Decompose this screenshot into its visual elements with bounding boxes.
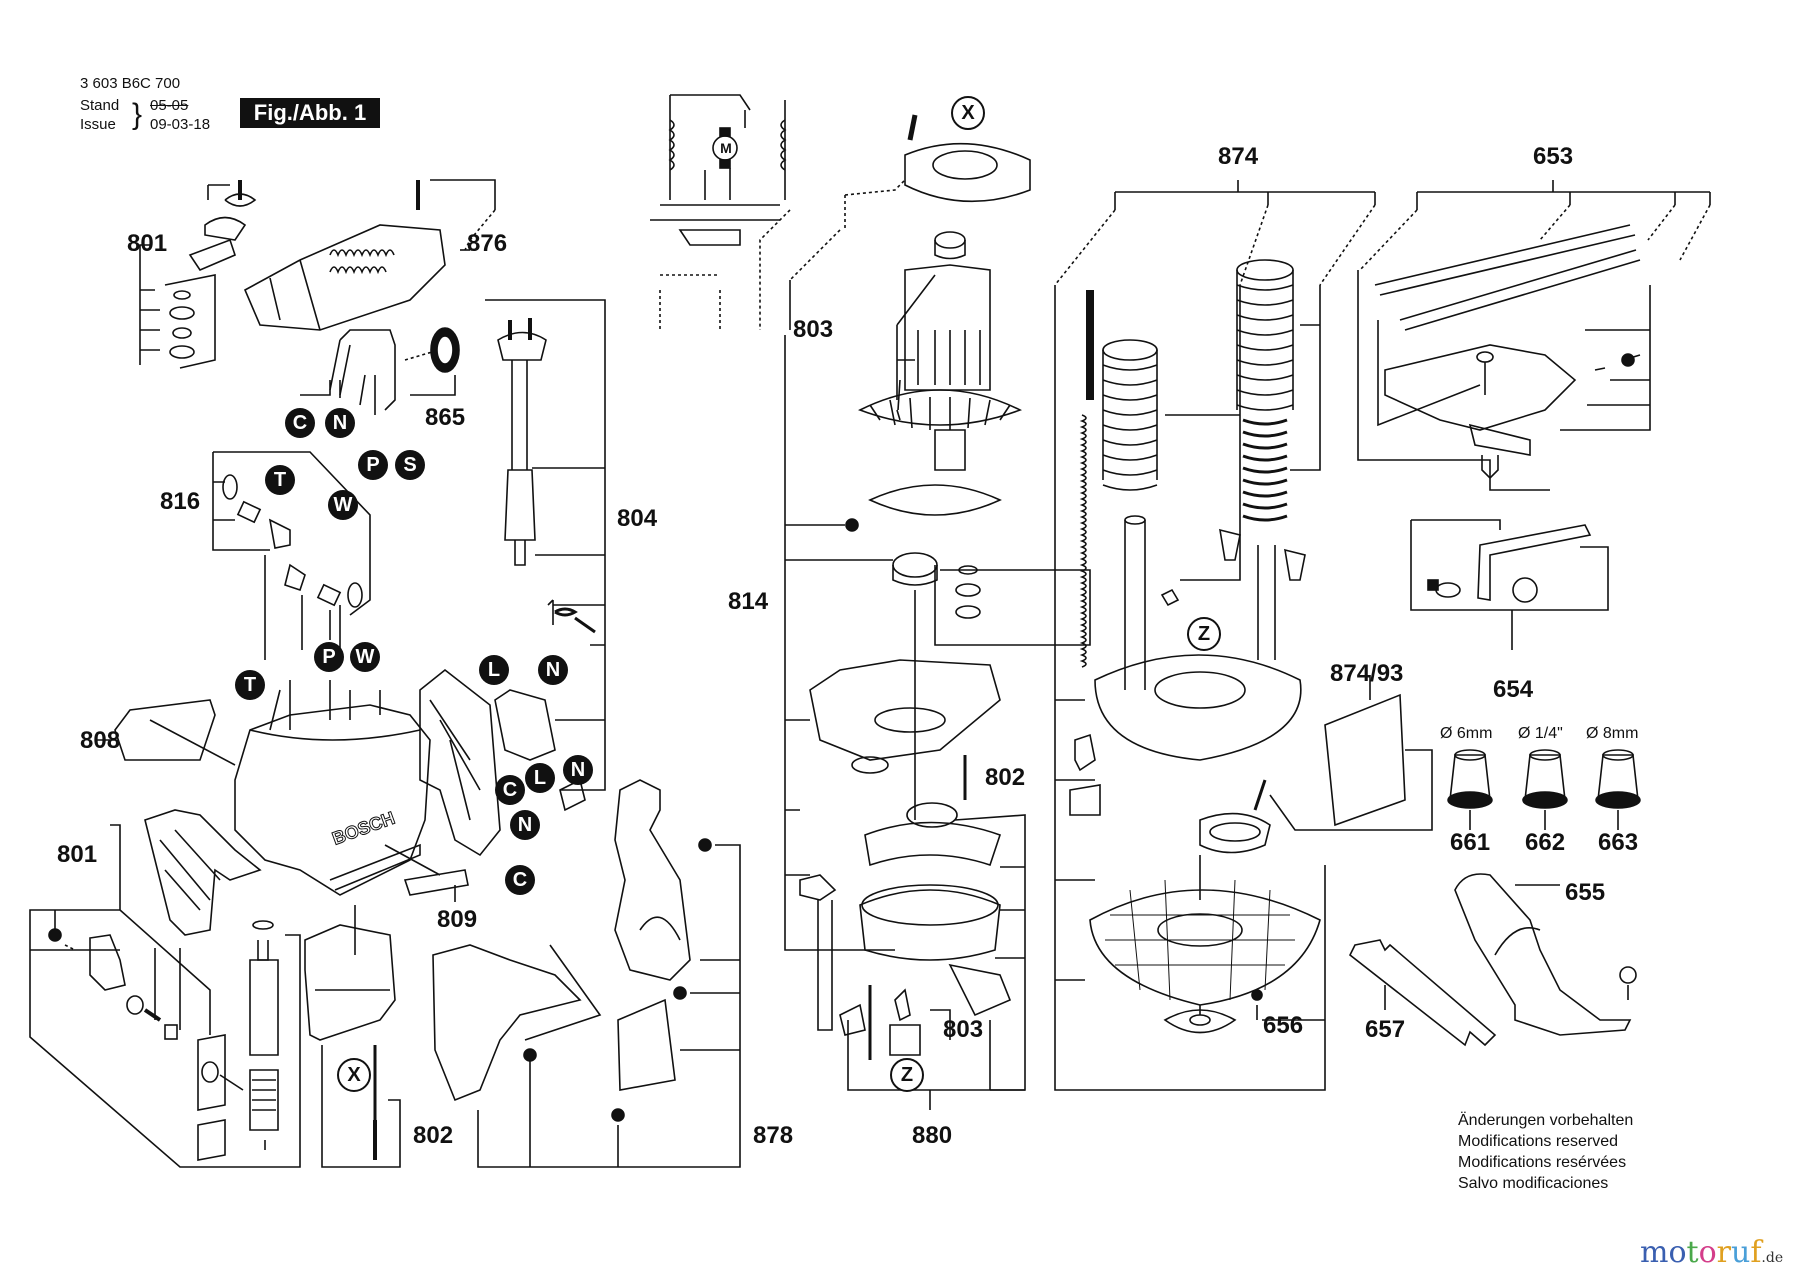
- watermark-letter: r: [1716, 1235, 1731, 1270]
- note-line-en: Modifications reserved: [1458, 1133, 1619, 1150]
- watermark-letters: motoruf: [1640, 1235, 1761, 1270]
- wire-marker-c: C: [495, 775, 525, 805]
- switch-parts-816: [212, 451, 371, 660]
- part-label-880: 880: [912, 1122, 953, 1149]
- part-label-876: 876: [467, 230, 508, 257]
- top-cover-876: [243, 179, 496, 331]
- power-cord-804: [485, 299, 606, 812]
- part-label-803-top: 803: [793, 316, 834, 343]
- spindle-parts-880: [799, 802, 1026, 1110]
- note-line-es: Salvo modificaciones: [1458, 1175, 1609, 1192]
- part-label-803-bottom: 803: [943, 1016, 984, 1043]
- fan-baffle: [789, 114, 1031, 330]
- figure-label: Fig./Abb. 1: [240, 98, 380, 128]
- dust-extraction-655: [1454, 873, 1637, 1036]
- watermark-suffix: .de: [1761, 1250, 1784, 1266]
- part-label-653: 653: [1533, 143, 1574, 170]
- part-label-874: 874: [1218, 143, 1259, 170]
- note-line-de: Änderungen vorbehalten: [1458, 1112, 1634, 1129]
- part-label-874-93: 874/93: [1330, 660, 1404, 687]
- part-label-816: 816: [160, 488, 201, 515]
- part-label-865: 865: [425, 404, 466, 431]
- armature-803: [857, 231, 1023, 471]
- wire-marker-t: T: [235, 670, 265, 700]
- reference-marker-x: X: [951, 96, 985, 130]
- part-label-878: 878: [753, 1122, 794, 1149]
- stand-label: Stand: [80, 97, 120, 114]
- issue-label: Issue: [80, 116, 116, 133]
- wire-marker-p: P: [358, 450, 388, 480]
- switch-assembly-801-top: [139, 180, 257, 369]
- part-number: 3 603 B6C 700: [80, 75, 181, 92]
- part-label-801-bottom: 801: [57, 841, 98, 868]
- reference-marker-z: Z: [1187, 617, 1221, 651]
- stand-value: 05-05: [150, 97, 189, 114]
- wire-marker-n: N: [563, 755, 593, 785]
- handle-parts-878: [432, 779, 741, 1168]
- watermark-letter: o: [1698, 1235, 1717, 1270]
- part-label-808: 808: [80, 727, 121, 754]
- field-stator: [304, 905, 401, 1168]
- issue-value: 09-03-18: [150, 116, 211, 133]
- wire-marker-c: C: [285, 408, 315, 438]
- brush-holder-865: [300, 327, 460, 415]
- watermark-letter: m: [1640, 1235, 1669, 1270]
- motor-housing: BOSCH: [144, 668, 501, 936]
- wire-marker-n: N: [510, 810, 540, 840]
- fence-adapter-654: [1410, 519, 1609, 650]
- watermark-letter: o: [1668, 1235, 1687, 1270]
- wire-marker-l: L: [479, 655, 509, 685]
- part-label-809: 809: [437, 906, 478, 933]
- wire-marker-c: C: [505, 865, 535, 895]
- collets: [1447, 749, 1641, 830]
- plunge-base-874: [1054, 180, 1376, 1091]
- part-label-654: 654: [1493, 676, 1534, 703]
- part-label-655: 655: [1565, 879, 1606, 906]
- collet-size-6mm: Ø 6mm: [1440, 725, 1493, 742]
- part-label-802-mid: 802: [985, 764, 1026, 791]
- brace-icon: }: [132, 98, 143, 131]
- depth-stop-parts-801: [29, 824, 301, 1168]
- collet-size-8mm: Ø 8mm: [1586, 725, 1639, 742]
- wiring-schematic: [650, 94, 791, 330]
- wire-marker-w: W: [350, 642, 380, 672]
- note-line-fr: Modifications resérvées: [1458, 1154, 1627, 1171]
- part-label-804: 804: [617, 505, 658, 532]
- wire-marker-l: L: [525, 763, 555, 793]
- part-label-801-top: 801: [127, 230, 168, 257]
- wrench-657: [1348, 939, 1497, 1047]
- watermark-letter: f: [1750, 1235, 1762, 1270]
- part-label-661: 661: [1450, 829, 1491, 856]
- reference-marker-x: X: [337, 1058, 371, 1092]
- label-808: [95, 699, 236, 766]
- wire-marker-w: W: [328, 490, 358, 520]
- reference-marker-z: Z: [890, 1058, 924, 1092]
- brand-mark: BOSCH: [330, 808, 398, 849]
- motor-plate-814: [784, 335, 1091, 951]
- motor-symbol: M: [720, 140, 732, 156]
- chip-guard-874-93: [1324, 675, 1433, 831]
- label-809: [384, 844, 469, 902]
- watermark-logo: motoruf.de: [1640, 1236, 1783, 1275]
- wire-marker-t: T: [265, 465, 295, 495]
- watermark-letter: t: [1686, 1235, 1699, 1270]
- watermark-letter: u: [1730, 1235, 1751, 1270]
- part-label-662: 662: [1525, 829, 1566, 856]
- part-label-814: 814: [728, 588, 769, 615]
- part-label-663: 663: [1598, 829, 1639, 856]
- wire-marker-n: N: [325, 408, 355, 438]
- wire-marker-s: S: [395, 450, 425, 480]
- part-label-656: 656: [1263, 1012, 1304, 1039]
- part-label-657: 657: [1365, 1016, 1406, 1043]
- wire-marker-p: P: [314, 642, 344, 672]
- wire-marker-n: N: [538, 655, 568, 685]
- part-label-802-left: 802: [413, 1122, 454, 1149]
- depth-rod: [249, 920, 279, 1150]
- parallel-guide-653: [1357, 180, 1711, 491]
- collet-size-quarter-inch: Ø 1/4": [1518, 725, 1563, 742]
